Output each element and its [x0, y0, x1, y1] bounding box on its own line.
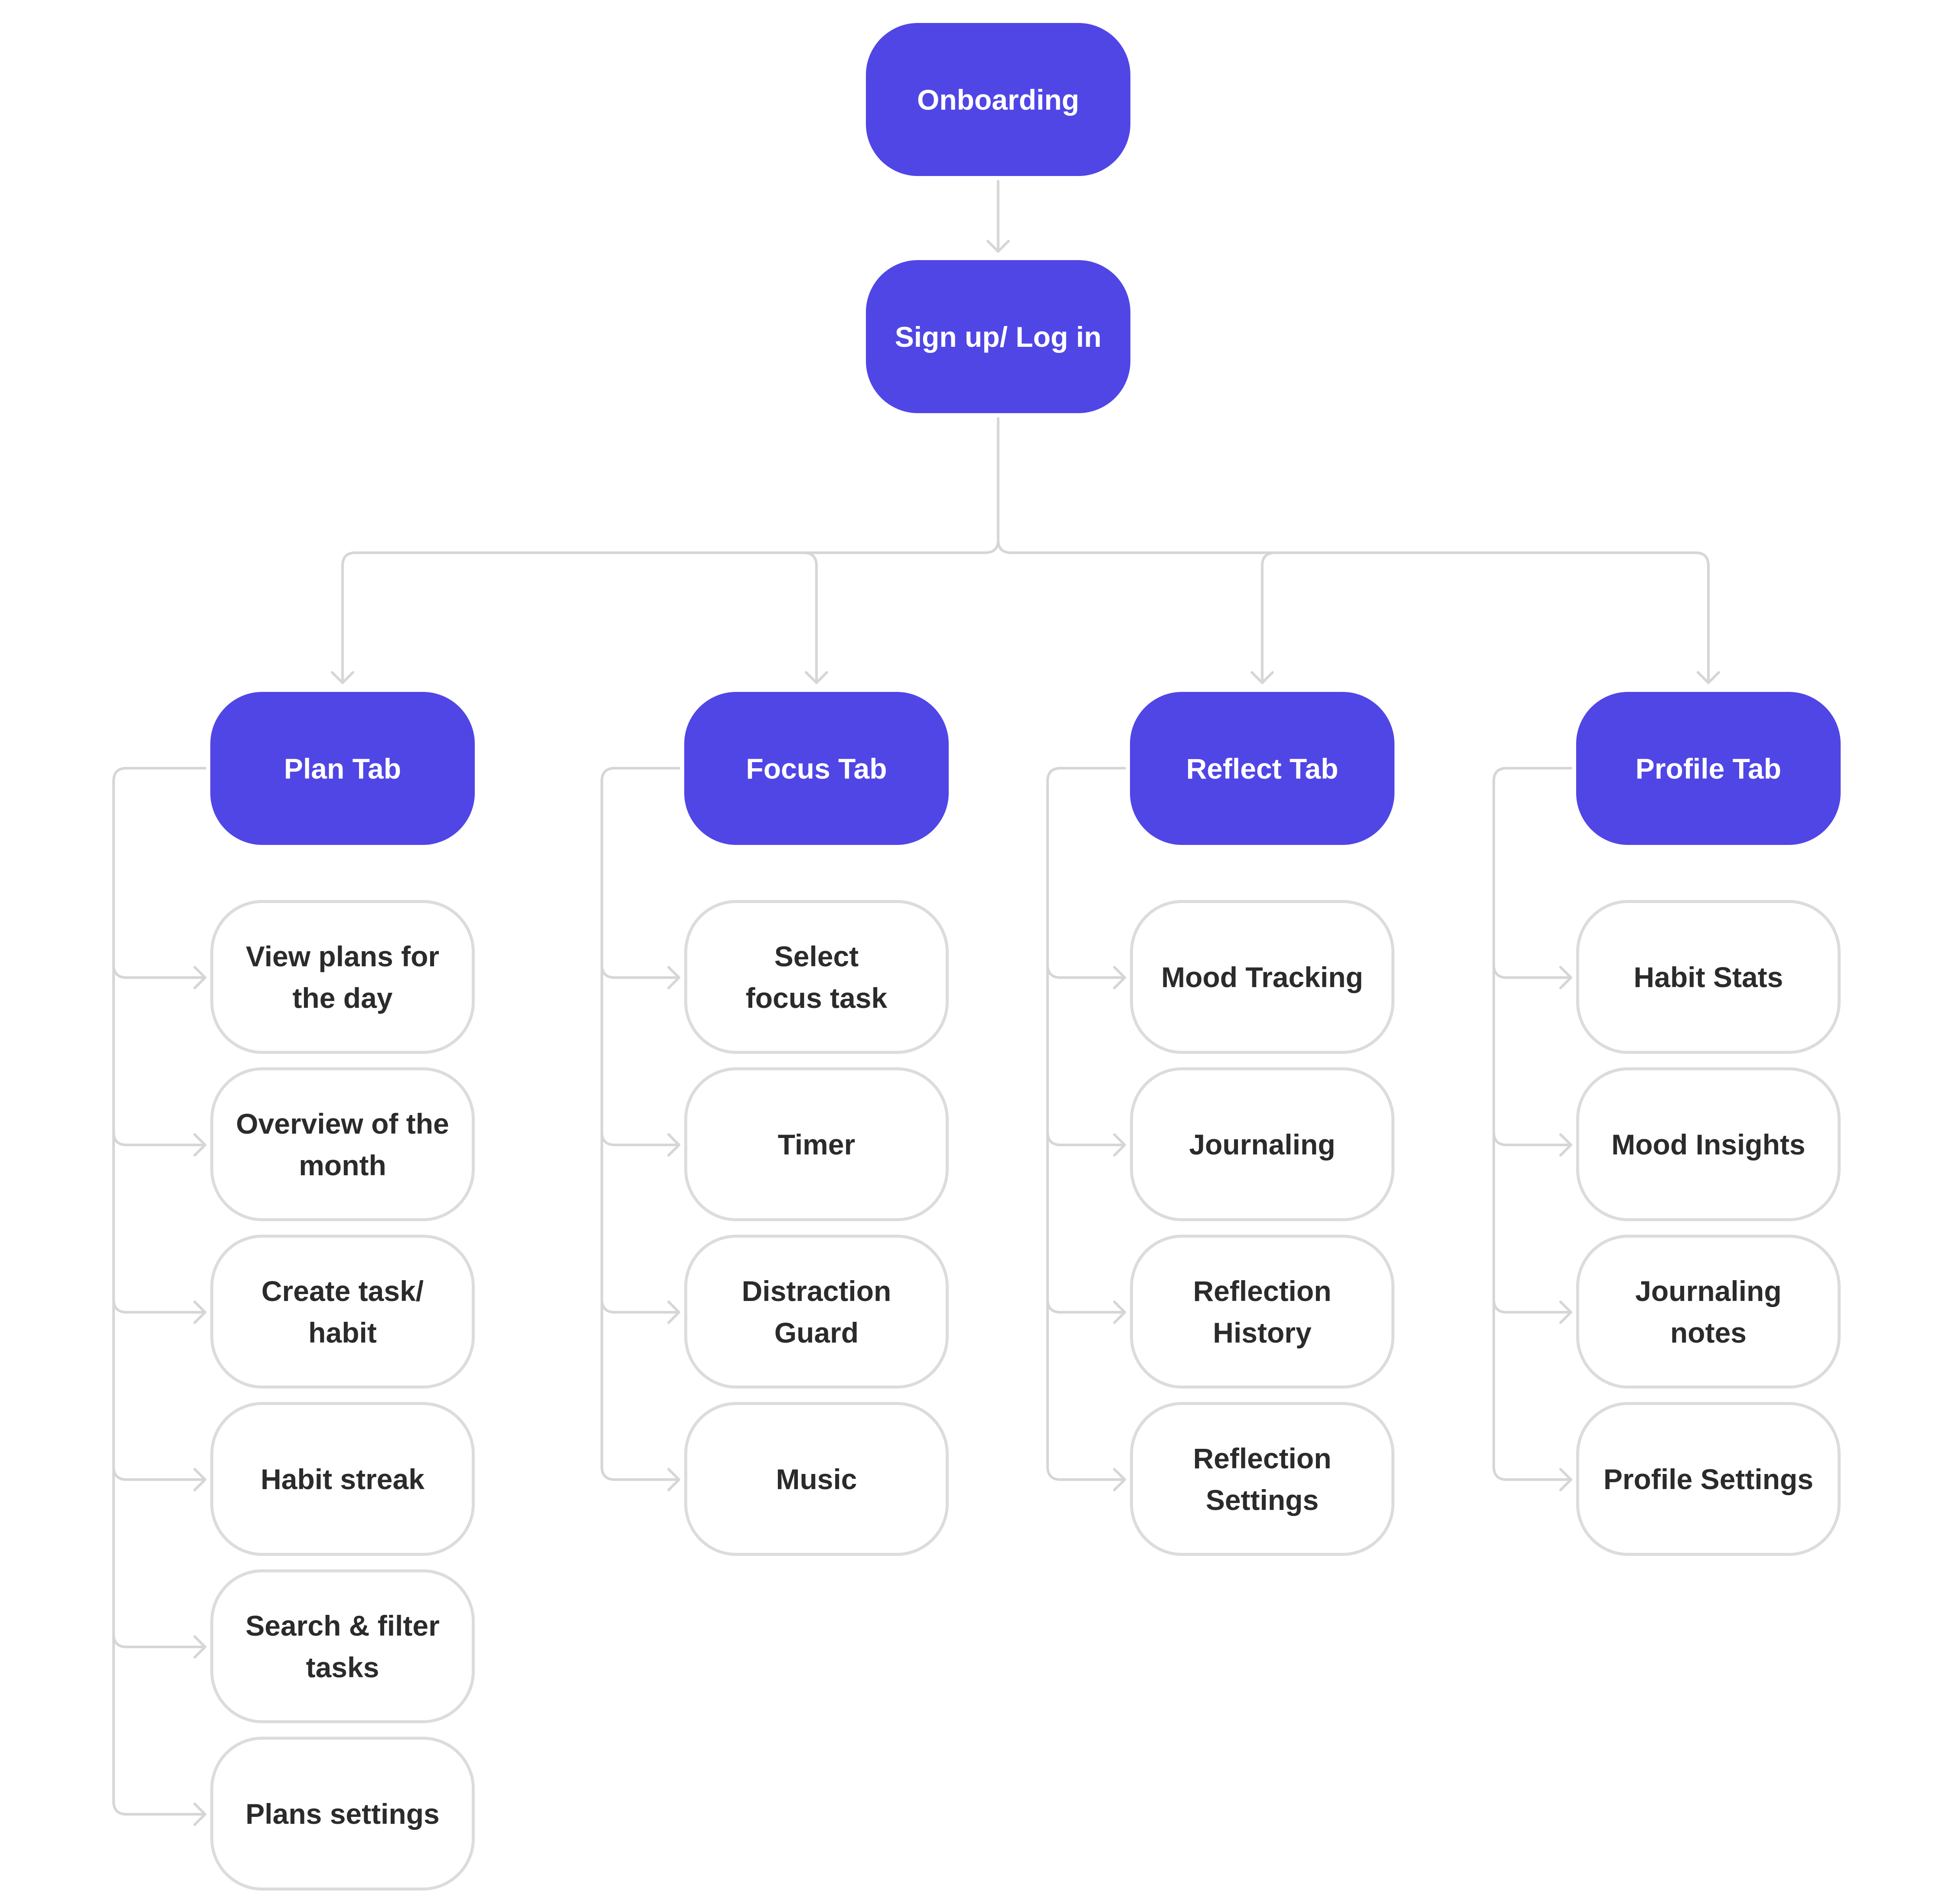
- connector-trunk-left: [341, 538, 999, 684]
- arrow-child-2-2-icon: [1113, 1301, 1126, 1324]
- reflect-child-reflection-history: Reflection History: [1130, 1235, 1394, 1389]
- reflect-child-mood-tracking: Mood Tracking: [1130, 900, 1394, 1054]
- connector-rail-3: [1492, 767, 1572, 1481]
- arrow-child-0-0-icon: [193, 966, 206, 989]
- plan-child-view-plans: View plans for the day: [210, 900, 475, 1054]
- connector-child-0-2: [112, 1298, 206, 1314]
- connector-rail-1: [601, 767, 680, 1481]
- connector-child-0-3: [112, 1465, 206, 1481]
- arrow-tab-0-icon: [331, 671, 354, 684]
- arrow-child-0-1-icon: [193, 1133, 206, 1157]
- focus-child-timer-label: Timer: [777, 1128, 855, 1161]
- focus-child-music-label: Music: [776, 1463, 857, 1495]
- reflect-child-journaling: Journaling: [1130, 1067, 1394, 1221]
- arrow-child-2-3-icon: [1113, 1468, 1126, 1491]
- connector-child-0-1: [112, 1131, 206, 1146]
- focus-child-timer: Timer: [684, 1067, 949, 1221]
- connector-child-3-0: [1492, 963, 1572, 979]
- plan-child-overview-month-label: Overview of the month: [236, 1107, 449, 1181]
- plan-child-search-filter: Search & filter tasks: [210, 1569, 475, 1723]
- profile-child-journaling-notes: Journaling notes: [1576, 1235, 1841, 1389]
- arrow-tab-1-icon: [805, 671, 828, 684]
- profile-child-profile-settings: Profile Settings: [1576, 1402, 1841, 1556]
- arrow-child-0-4-icon: [193, 1635, 206, 1659]
- plan-child-search-filter-label: Search & filter tasks: [245, 1609, 440, 1683]
- connector-child-2-1: [1046, 1131, 1126, 1146]
- arrow-child-1-0-icon: [667, 966, 680, 989]
- connector-child-3-2: [1492, 1298, 1572, 1314]
- profile-child-profile-settings-label: Profile Settings: [1603, 1463, 1814, 1495]
- connector-branch-focus: [802, 551, 818, 684]
- focus-tab-node: Focus Tab: [684, 692, 949, 845]
- reflect-tab-node: Reflect Tab: [1130, 692, 1394, 845]
- arrow-child-1-3-icon: [667, 1468, 680, 1491]
- focus-tab-label: Focus Tab: [746, 752, 887, 785]
- arrow-child-2-1-icon: [1113, 1133, 1126, 1157]
- arrow-child-3-3-icon: [1559, 1468, 1572, 1491]
- signup-login-node: Sign up/ Log in: [866, 260, 1130, 413]
- profile-child-journaling-notes-label: Journaling notes: [1635, 1275, 1782, 1349]
- focus-child-distraction-guard-label: Distraction Guard: [741, 1275, 891, 1349]
- connector-child-0-4: [112, 1633, 206, 1648]
- profile-child-mood-insights: Mood Insights: [1576, 1067, 1841, 1221]
- profile-tab-label: Profile Tab: [1635, 752, 1782, 785]
- reflect-child-mood-tracking-label: Mood Tracking: [1161, 961, 1363, 993]
- arrow-child-0-3-icon: [193, 1468, 206, 1491]
- arrow-child-3-1-icon: [1559, 1133, 1572, 1157]
- reflect-child-reflection-settings: Reflection Settings: [1130, 1402, 1394, 1556]
- profile-child-mood-insights-label: Mood Insights: [1611, 1128, 1806, 1161]
- arrow-child-1-1-icon: [667, 1133, 680, 1157]
- connector-child-2-2: [1046, 1298, 1126, 1314]
- plan-child-plans-settings: Plans settings: [210, 1737, 475, 1891]
- arrow-signup-icon: [986, 240, 1010, 253]
- focus-child-music: Music: [684, 1402, 949, 1556]
- plan-tab-label: Plan Tab: [284, 752, 402, 785]
- plan-tab-node: Plan Tab: [210, 692, 475, 845]
- connector-child-1-0: [601, 963, 680, 979]
- arrow-child-3-2-icon: [1559, 1301, 1572, 1324]
- reflect-child-reflection-settings-label: Reflection Settings: [1193, 1442, 1332, 1516]
- arrow-child-0-5-icon: [193, 1803, 206, 1826]
- focus-child-select-task: Select focus task: [684, 900, 949, 1054]
- connector-child-2-0: [1046, 963, 1126, 979]
- focus-child-select-task-label: Select focus task: [745, 940, 888, 1014]
- profile-child-habit-stats-label: Habit Stats: [1633, 961, 1783, 993]
- reflect-tab-label: Reflect Tab: [1186, 752, 1339, 785]
- connector-branch-reflect: [1261, 551, 1277, 684]
- arrow-child-3-0-icon: [1559, 966, 1572, 989]
- reflect-child-journaling-label: Journaling: [1189, 1128, 1335, 1161]
- plan-child-view-plans-label: View plans for the day: [245, 940, 440, 1014]
- onboarding-label: Onboarding: [917, 83, 1079, 116]
- plan-child-habit-streak: Habit streak: [210, 1402, 475, 1556]
- plan-child-plans-settings-label: Plans settings: [245, 1797, 440, 1830]
- reflect-child-reflection-history-label: Reflection History: [1193, 1275, 1332, 1349]
- connector-child-1-1: [601, 1131, 680, 1146]
- onboarding-node: Onboarding: [866, 23, 1130, 176]
- connector-rail-2: [1046, 767, 1126, 1481]
- plan-child-create-task: Create task/ habit: [210, 1235, 475, 1389]
- connector-rail-0: [112, 767, 206, 1816]
- arrow-child-2-0-icon: [1113, 966, 1126, 989]
- connector-trunk-right: [997, 538, 1710, 684]
- connector-child-3-1: [1492, 1131, 1572, 1146]
- plan-child-create-task-label: Create task/ habit: [261, 1275, 424, 1349]
- arrow-tab-3-icon: [1697, 671, 1720, 684]
- plan-child-habit-streak-label: Habit streak: [261, 1463, 424, 1495]
- arrow-child-0-2-icon: [193, 1301, 206, 1324]
- arrow-tab-2-icon: [1251, 671, 1274, 684]
- profile-tab-node: Profile Tab: [1576, 692, 1841, 845]
- signup-login-label: Sign up/ Log in: [895, 320, 1102, 353]
- focus-child-distraction-guard: Distraction Guard: [684, 1235, 949, 1389]
- connector-child-1-2: [601, 1298, 680, 1314]
- connector-child-0-0: [112, 963, 206, 979]
- arrow-child-1-2-icon: [667, 1301, 680, 1324]
- profile-child-habit-stats: Habit Stats: [1576, 900, 1841, 1054]
- plan-child-overview-month: Overview of the month: [210, 1067, 475, 1221]
